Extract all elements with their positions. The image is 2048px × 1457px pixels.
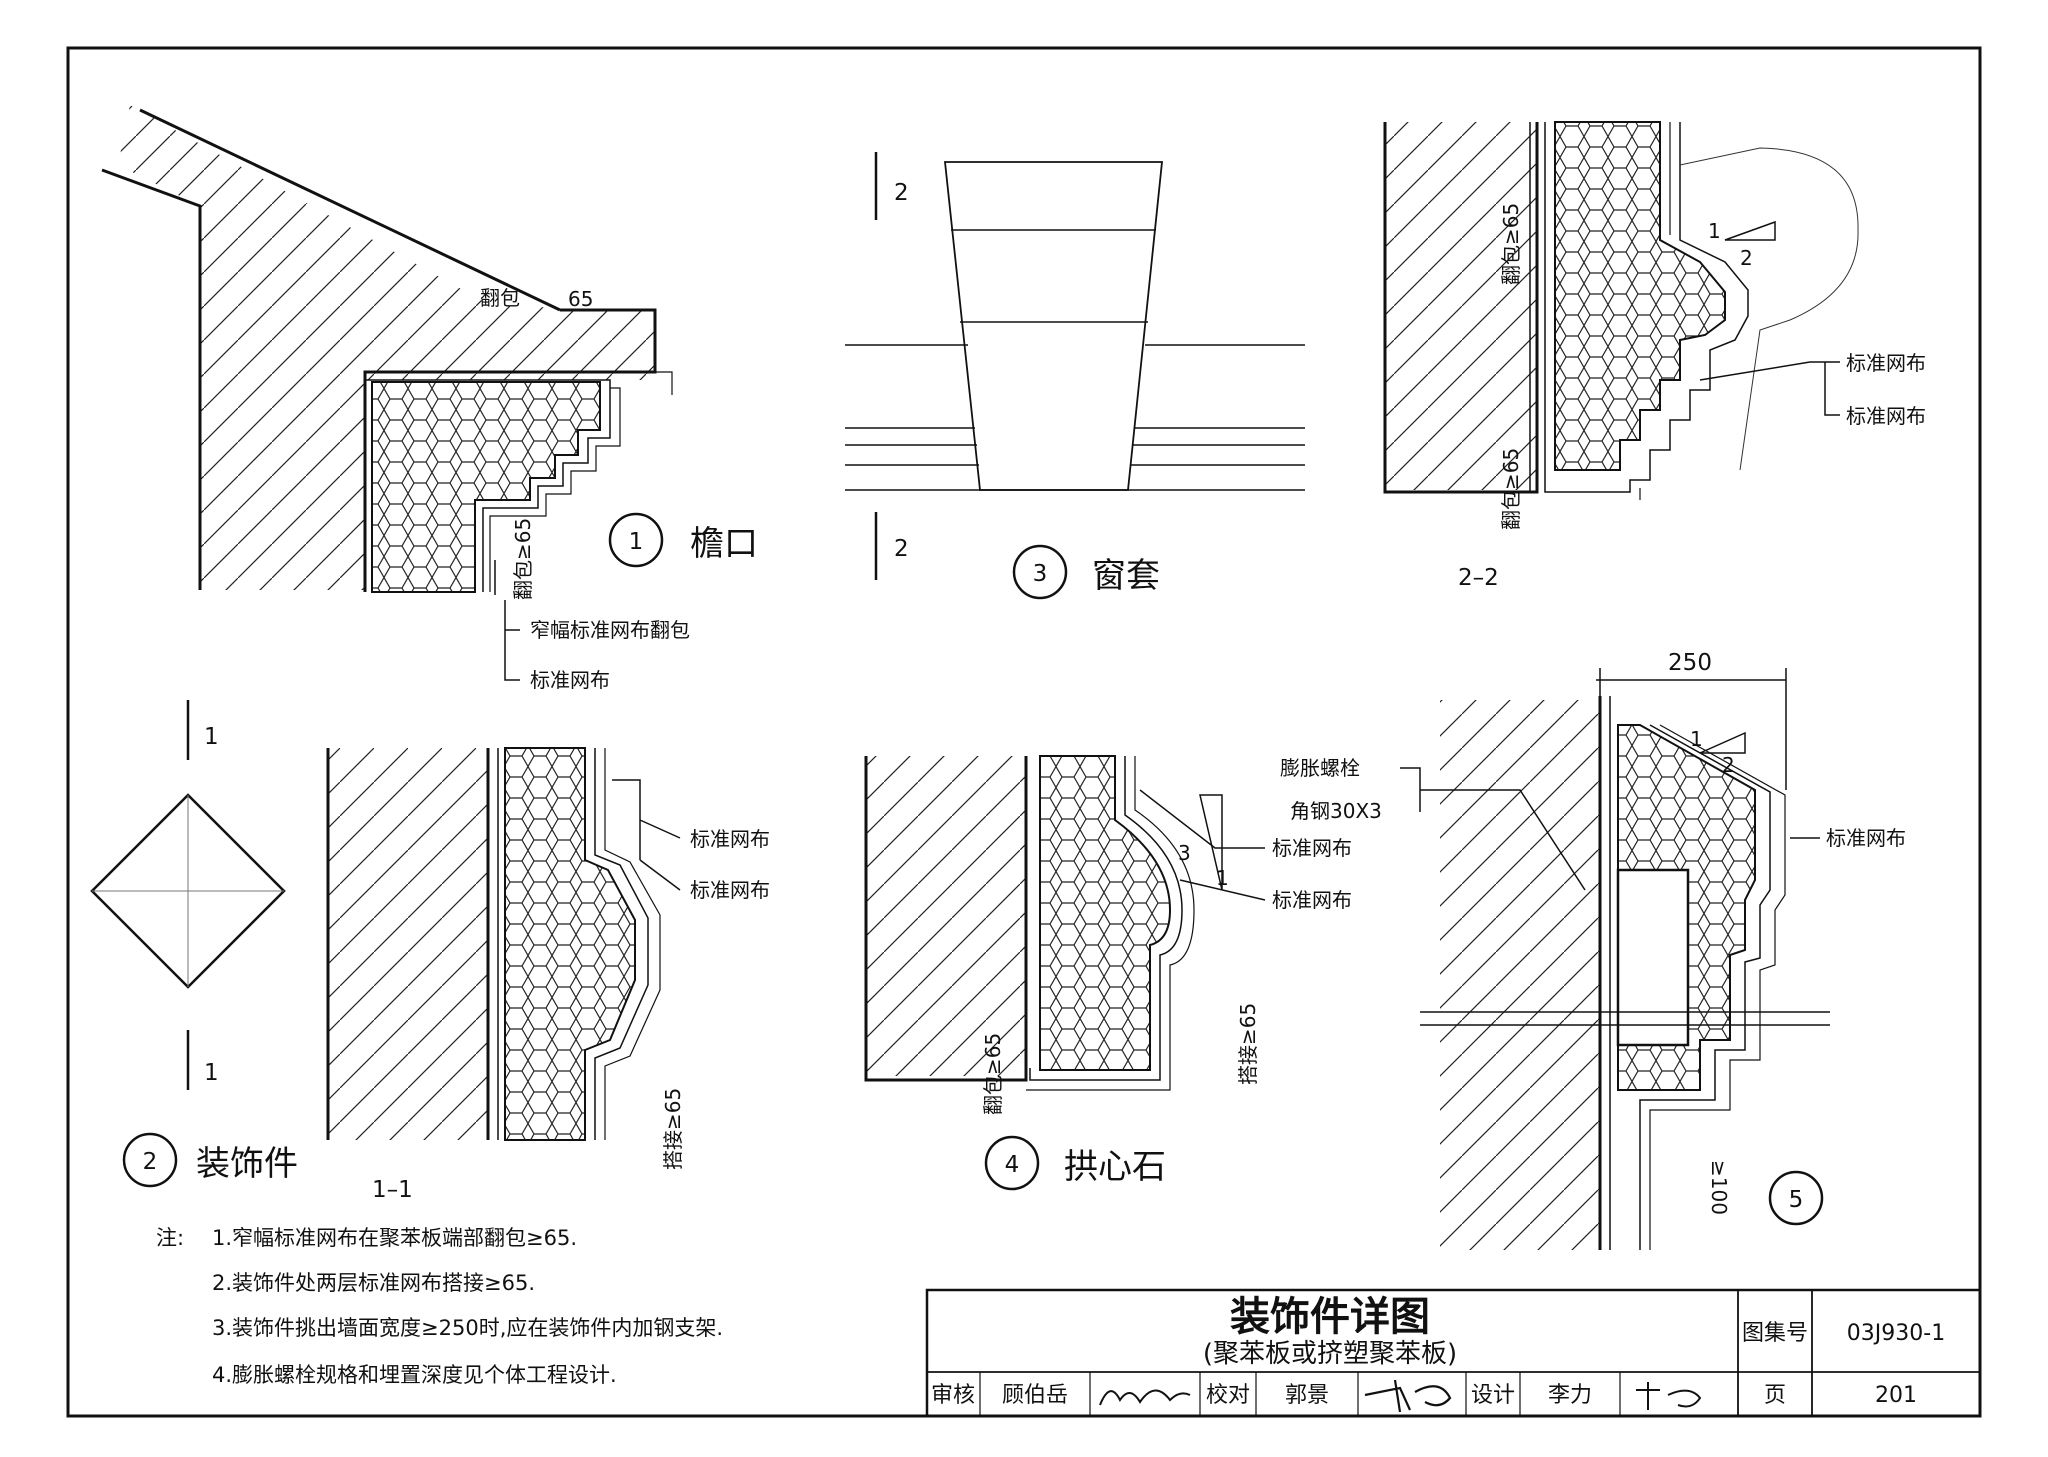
detail-5-slope-b: 2: [1722, 753, 1735, 777]
detail-3-number: 3: [1033, 561, 1048, 587]
detail-5-callout-2: 角钢30X3: [1290, 799, 1382, 823]
detail-5-number: 5: [1789, 1187, 1804, 1213]
detail-5-width: 250: [1668, 650, 1712, 676]
detail-2-name: 装饰件: [196, 1144, 298, 1184]
detail-2-section-mark-bottom: 1: [204, 1060, 219, 1086]
atlas-number: 03J930-1: [1847, 1321, 1945, 1346]
title-block: 装饰件详图 (聚苯板或挤塑聚苯板) 图集号 03J930-1 页 201 审核 …: [925, 1288, 1982, 1418]
detail-3-section-mark-bottom: 2: [894, 536, 909, 562]
note-1: 1.窄幅标准网布在聚苯板端部翻包≥65.: [212, 1226, 577, 1250]
section-1-1: 标准网布 标准网布 搭接≥65 1–1: [326, 747, 770, 1203]
section-2-2: 1 2 翻包≥65 翻包≥65 标准网布 标准网布 2–2: [1383, 121, 1926, 591]
detail-1-eaves: 1 檐口 65 翻包 翻包≥65 窄幅标准网布翻包 标准网布: [101, 105, 758, 692]
detail-1-number: 1: [629, 529, 644, 555]
detail-5-bracket: 250 1 2 膨胀螺栓 角钢30X3 标准网布 ≥100 5: [1280, 650, 1906, 1250]
detail-4-name: 拱心石: [1064, 1147, 1166, 1187]
detail-3-name: 窗套: [1092, 556, 1160, 596]
drawing-subtitle: (聚苯板或挤塑聚苯板): [1203, 1339, 1457, 1369]
detail-4-callout-1: 标准网布: [1272, 836, 1352, 860]
detail-4-wrap: 翻包≥65: [981, 1033, 1005, 1115]
section-2-2-title: 2–2: [1458, 565, 1499, 591]
page-number: 201: [1875, 1383, 1917, 1408]
detail-3-window-surround: 2 2 3 窗套: [845, 152, 1305, 600]
detail-1-callout-2: 标准网布: [530, 668, 610, 692]
detail-4-slope-a: 3: [1178, 841, 1191, 865]
section-2-2-callout-1: 标准网布: [1846, 351, 1926, 375]
detail-2-section-mark-top: 1: [204, 724, 219, 750]
drawing-title: 装饰件详图: [1230, 1294, 1430, 1340]
detail-5-callout-3: 标准网布: [1826, 826, 1906, 850]
detail-4-callout-2: 标准网布: [1272, 888, 1352, 912]
designer-signature: [1636, 1382, 1702, 1410]
detail-3-section-mark-top: 2: [894, 180, 909, 206]
detail-1-callout-1: 窄幅标准网布翻包: [530, 618, 690, 642]
checker-signature: [1364, 1379, 1452, 1413]
checker-name: 郭景: [1285, 1383, 1329, 1408]
detail-4-slope-b: 1: [1216, 866, 1229, 890]
note-3: 3.装饰件挑出墙面宽度≥250时,应在装饰件内加钢支架.: [212, 1316, 723, 1340]
reviewer-name: 顾伯岳: [1002, 1383, 1068, 1408]
designer-name: 李力: [1548, 1383, 1592, 1408]
reviewer-signature: [1099, 1389, 1191, 1406]
section-2-2-wrap-top: 翻包≥65: [1499, 203, 1523, 285]
section-1-1-callout-1: 标准网布: [690, 827, 770, 851]
section-1-1-lap: 搭接≥65: [661, 1088, 685, 1170]
detail-5-embed: ≥100: [1707, 1160, 1731, 1215]
detail-5-callout-1: 膨胀螺栓: [1280, 756, 1360, 780]
note-4: 4.膨胀螺栓规格和埋置深度见个体工程设计.: [212, 1363, 617, 1387]
section-1-1-callout-2: 标准网布: [690, 878, 770, 902]
detail-4-lap: 搭接≥65: [1236, 1003, 1260, 1085]
notes-prefix: 注:: [156, 1226, 184, 1250]
detail-1-name: 檐口: [690, 524, 758, 564]
section-2-2-slope-b: 2: [1740, 246, 1753, 270]
section-2-2-callout-2: 标准网布: [1846, 404, 1926, 428]
page-label: 页: [1764, 1383, 1786, 1408]
notes: 注: 1.窄幅标准网布在聚苯板端部翻包≥65. 2.装饰件处两层标准网布搭接≥6…: [156, 1226, 723, 1387]
detail-1-wrap-dim: 翻包≥65: [511, 518, 535, 600]
section-2-2-wrap-bottom: 翻包≥65: [1499, 448, 1523, 530]
check-label: 校对: [1206, 1383, 1250, 1408]
atlas-label: 图集号: [1742, 1321, 1808, 1346]
review-label: 审核: [931, 1383, 975, 1408]
design-label: 设计: [1471, 1383, 1515, 1408]
section-1-1-title: 1–1: [372, 1177, 413, 1203]
detail-1-dim: 65: [568, 287, 593, 311]
detail-4-keystone: 3 1 标准网布 标准网布 翻包≥65 搭接≥65 4 拱心石: [864, 755, 1352, 1191]
detail-2-ornament: 1 1 2 装饰件: [90, 700, 298, 1188]
note-2: 2.装饰件处两层标准网布搭接≥65.: [212, 1271, 535, 1295]
detail-4-number: 4: [1005, 1152, 1020, 1178]
section-2-2-slope-a: 1: [1708, 219, 1721, 243]
detail-1-wrap-label: 翻包: [480, 286, 520, 310]
detail-5-slope-a: 1: [1690, 727, 1703, 751]
detail-2-number: 2: [143, 1149, 158, 1175]
